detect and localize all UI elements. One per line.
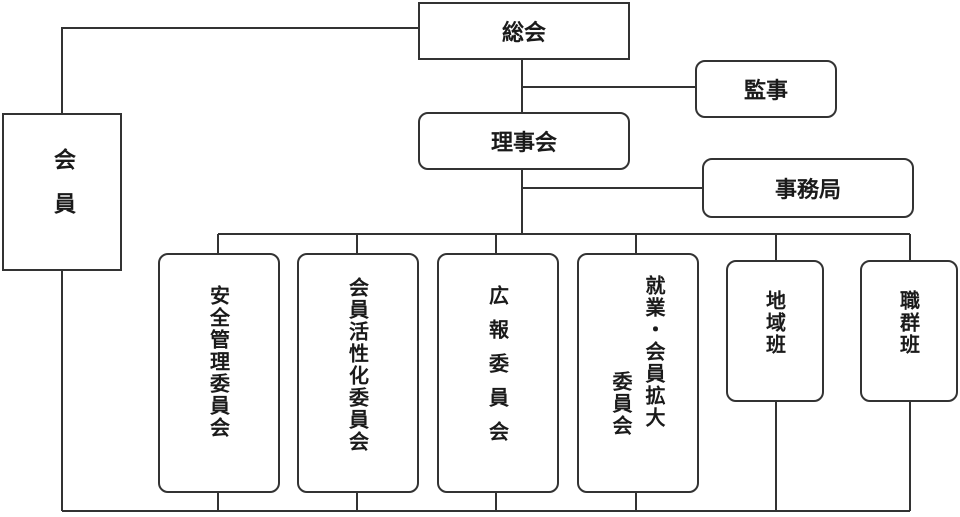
regional-group-label: 地域班 — [762, 290, 787, 356]
regional-group-box: 地域班 — [726, 260, 824, 402]
occupational-group-box: 職群班 — [860, 260, 958, 402]
secretariat-box: 事務局 — [702, 158, 914, 218]
safety-committee-label: 安全管理委員会 — [206, 285, 231, 439]
pr-committee-box: 広報委員会 — [437, 253, 559, 493]
auditor-label: 監事 — [743, 79, 788, 104]
safety-committee-box: 安全管理委員会 — [158, 253, 280, 493]
auditor-box: 監事 — [695, 60, 837, 118]
activation-committee-label: 会員活性化委員会 — [345, 277, 370, 453]
occupational-group-label: 職群班 — [896, 290, 921, 356]
board-box: 理事会 — [418, 112, 630, 170]
line-members-assembly — [61, 27, 418, 113]
employment-committee-box: 就業・会員拡大 委員会 — [577, 253, 699, 493]
pr-committee-label: 広報委員会 — [485, 285, 510, 455]
general-assembly-box: 総会 — [418, 2, 630, 60]
secretariat-label: 事務局 — [774, 178, 841, 203]
members-label: 会員 — [50, 148, 75, 236]
general-assembly-label: 総会 — [501, 21, 546, 46]
board-label: 理事会 — [490, 131, 557, 156]
employment-committee-label-line1: 就業・会員拡大 — [642, 275, 666, 429]
activation-committee-box: 会員活性化委員会 — [297, 253, 419, 493]
employment-committee-label-line2: 委員会 — [609, 371, 633, 437]
members-box: 会員 — [2, 113, 122, 271]
